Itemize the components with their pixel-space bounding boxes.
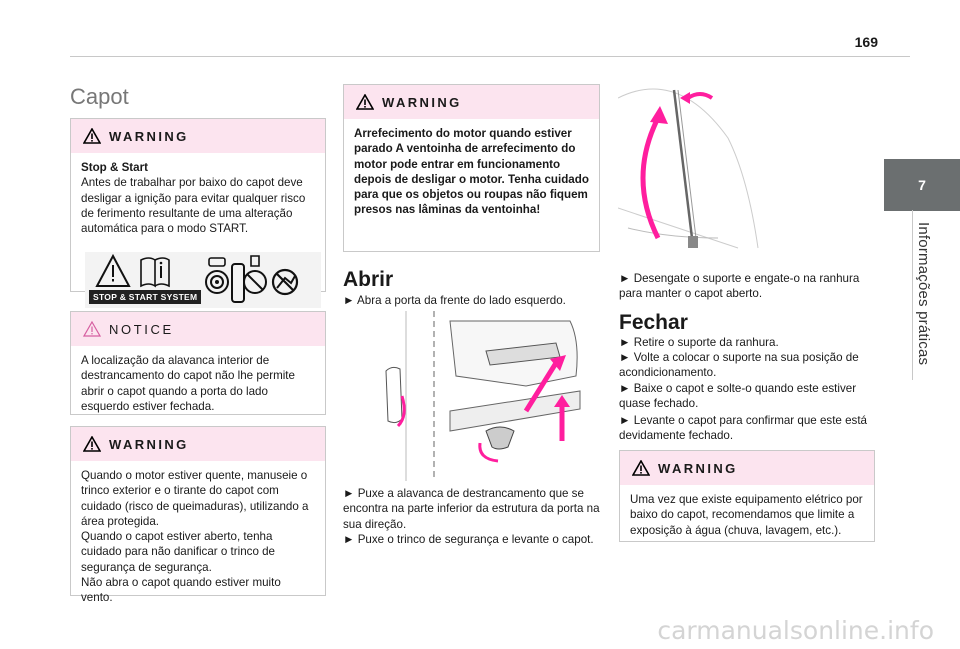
warning-label: WARNING [109, 128, 189, 144]
close-step-3: ► Baixe o capot e solte-o quando este es… [619, 382, 857, 411]
watermark: carmanualsonline.info [657, 616, 934, 645]
warning-body: Arrefecimento do motor quando estiver pa… [344, 119, 599, 226]
notice-text: A localização da alavanca interior de de… [81, 354, 295, 413]
hood-release-illustration [366, 311, 586, 481]
notice-header: NOTICE [71, 312, 325, 346]
warning-text: Antes de trabalhar por baixo do capot de… [81, 176, 306, 236]
warning-triangle-icon [356, 94, 374, 110]
top-rule [70, 56, 910, 57]
warning-text: Uma vez que existe equipamento elétrico … [630, 493, 863, 537]
warning-label: WARNING [658, 460, 738, 476]
notice-body: A localização da alavanca interior de de… [71, 346, 325, 422]
close-step-2: ► Volte a colocar o suporte na sua posiç… [619, 351, 859, 380]
chapter-tab[interactable]: 7 [884, 159, 960, 211]
notice-label: NOTICE [109, 321, 174, 337]
warning-header: WARNING [620, 451, 874, 485]
step-disengage: ► Desengate o suporte e engate-o na ranh… [619, 272, 860, 301]
warning-triangle-icon [83, 436, 101, 452]
stop-start-badge: STOP & START SYSTEM [89, 290, 202, 305]
warning-text-2: Quando o capot estiver aberto, tenha cui… [81, 530, 276, 574]
hood-prop-rod-illustration [618, 78, 778, 264]
warning-box-cooling-fan: WARNING Arrefecimento do motor quando es… [343, 84, 600, 252]
warning-heading: Stop & Start [81, 161, 148, 174]
warning-header: WARNING [344, 85, 599, 119]
warning-box-electrical: WARNING Uma vez que existe equipamento e… [619, 450, 875, 542]
section-title-abrir: Abrir [343, 268, 394, 291]
warning-header: WARNING [71, 119, 325, 153]
stop-start-icon-strip: STOP & START SYSTEM [85, 252, 321, 309]
stop-start-icons [95, 254, 299, 304]
warning-triangle-icon [83, 128, 101, 144]
warning-box-stop-start: WARNING Stop & Start Antes de trabalhar … [70, 118, 326, 309]
open-step-1: ► Abra a porta da frente do lado esquerd… [343, 294, 566, 307]
open-step-2: ► Puxe a alavanca de destrancamento que … [343, 487, 600, 531]
warning-label: WARNING [382, 94, 462, 110]
notice-triangle-icon [83, 321, 101, 337]
warning-text: Arrefecimento do motor quando estiver pa… [354, 127, 589, 217]
tab-rule [912, 210, 913, 380]
page-number: 169 [854, 34, 878, 50]
warning-triangle-icon [632, 460, 650, 476]
warning-body: Stop & Start Antes de trabalhar por baix… [71, 153, 325, 244]
warning-body: Uma vez que existe equipamento elétrico … [620, 485, 874, 546]
close-step-1: ► Retire o suporte da ranhura. [619, 336, 779, 349]
notice-box: NOTICE A localização da alavanca interio… [70, 311, 326, 415]
open-step-3: ► Puxe o trinco de segurança e levante o… [343, 533, 594, 546]
warning-text-3: Não abra o capot quando estiver muito ve… [81, 576, 281, 605]
warning-label: WARNING [109, 436, 189, 452]
warning-text-1: Quando o motor estiver quente, manuseie … [81, 469, 309, 528]
warning-box-hot-engine: WARNING Quando o motor estiver quente, m… [70, 426, 326, 604]
warning-body: Quando o motor estiver quente, manuseie … [71, 461, 325, 614]
close-step-4: ► Levante o capot para confirmar que est… [619, 414, 868, 443]
section-title-fechar: Fechar [619, 311, 688, 334]
chapter-title: Informações práticas [915, 222, 932, 366]
warning-header: WARNING [71, 427, 325, 461]
section-title-capot: Capot [70, 84, 129, 109]
